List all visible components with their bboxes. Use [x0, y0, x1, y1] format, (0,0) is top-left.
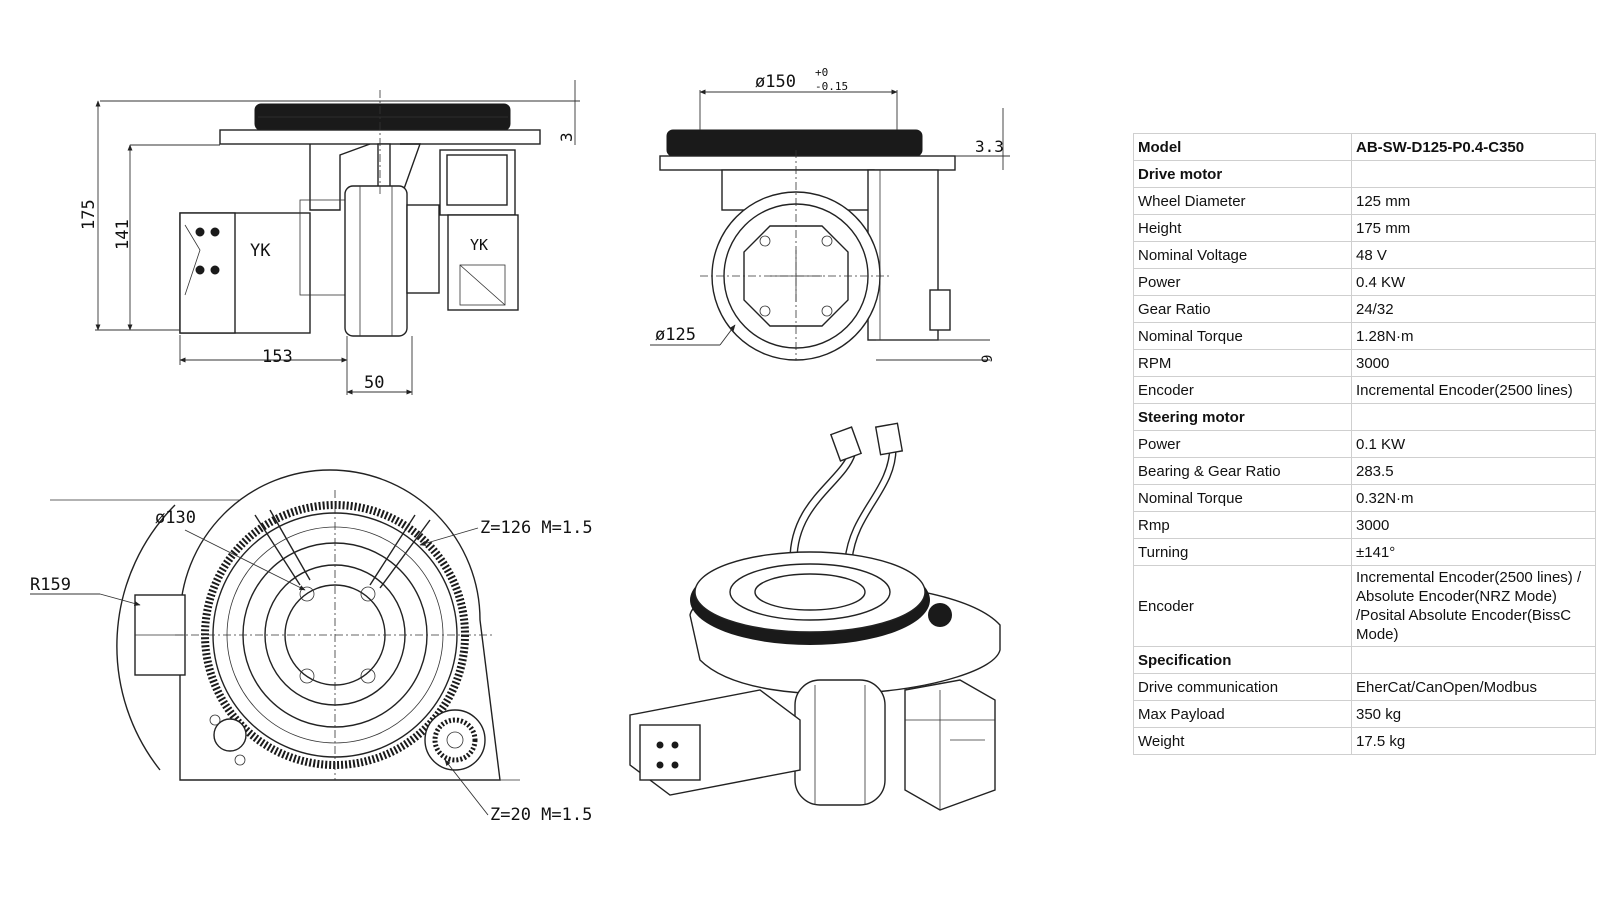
spec-label: Nominal Torque	[1133, 322, 1352, 350]
front-tol-lower: -0.15	[815, 80, 848, 93]
side-yk-label-2: YK	[470, 236, 488, 254]
spec-value: 283.5	[1351, 457, 1596, 485]
spec-label: Nominal Torque	[1133, 484, 1352, 512]
spec-label: Bearing & Gear Ratio	[1133, 457, 1352, 485]
front-dim-125: ø125	[655, 325, 696, 345]
spec-label: Nominal Voltage	[1133, 241, 1352, 269]
spec-label: Height	[1133, 214, 1352, 242]
spec-value: 350 kg	[1351, 700, 1596, 728]
spec-row: Specification	[1133, 646, 1596, 674]
spec-label: Max Payload	[1133, 700, 1352, 728]
spec-row: Steering motor	[1133, 403, 1596, 431]
top-gear-large: Z=126 M=1.5	[480, 518, 593, 538]
spec-value: ±141°	[1351, 538, 1596, 566]
spec-value: 17.5 kg	[1351, 727, 1596, 755]
spec-value: Incremental Encoder(2500 lines)	[1351, 376, 1596, 404]
spec-value	[1351, 160, 1596, 188]
front-dim-150: ø150	[755, 72, 796, 92]
spec-label: Wheel Diameter	[1133, 187, 1352, 215]
spec-value: 3000	[1351, 511, 1596, 539]
spec-value: 3000	[1351, 349, 1596, 377]
spec-label: Power	[1133, 430, 1352, 458]
spec-label: Turning	[1133, 538, 1352, 566]
spec-value: 175 mm	[1351, 214, 1596, 242]
front-dim-3-3: 3.3	[975, 137, 1004, 156]
spec-label: Weight	[1133, 727, 1352, 755]
spec-label: Drive communication	[1133, 673, 1352, 701]
side-view: YK YK 175 141 3 153 50	[79, 80, 580, 395]
isometric-view	[629, 422, 1001, 811]
spec-label: Encoder	[1133, 376, 1352, 404]
technical-drawing: YK YK 175 141 3 153 50	[30, 66, 1010, 825]
side-dim-153: 153	[262, 347, 293, 367]
spec-label: Specification	[1133, 646, 1352, 674]
spec-value: 0.1 KW	[1351, 430, 1596, 458]
spec-row: Turning±141°	[1133, 538, 1596, 566]
front-tol-upper: +0	[815, 66, 828, 79]
spec-value: EherCat/CanOpen/Modbus	[1351, 673, 1596, 701]
spec-value: 0.32N·m	[1351, 484, 1596, 512]
side-dim-141: 141	[113, 219, 133, 250]
top-dim-130: ø130	[155, 508, 196, 528]
spec-label: Gear Ratio	[1133, 295, 1352, 323]
side-dim-50: 50	[364, 373, 384, 393]
front-dim-9: 9	[980, 355, 996, 363]
top-r159: R159	[30, 575, 71, 595]
spec-label: RPM	[1133, 349, 1352, 377]
spec-value	[1351, 646, 1596, 674]
side-dim-3: 3	[557, 132, 576, 142]
spec-label: Encoder	[1133, 565, 1352, 647]
front-view: ø150 +0 -0.15 3.3 ø125 9	[650, 66, 1010, 363]
side-dim-175: 175	[79, 199, 99, 230]
spec-row: Drive motor	[1133, 160, 1596, 188]
spec-label: Power	[1133, 268, 1352, 296]
spec-label: Drive motor	[1133, 160, 1352, 188]
spec-value: 24/32	[1351, 295, 1596, 323]
spec-value	[1351, 403, 1596, 431]
spec-label: Steering motor	[1133, 403, 1352, 431]
spec-value: 0.4 KW	[1351, 268, 1596, 296]
spec-label: Model	[1133, 133, 1352, 161]
top-gear-small: Z=20 M=1.5	[490, 805, 592, 825]
top-view: ø130 R159 Z=126 M=1.5 Z=20 M=1.5	[30, 469, 593, 825]
spec-value: 125 mm	[1351, 187, 1596, 215]
spec-label: Rmp	[1133, 511, 1352, 539]
spec-value: 48 V	[1351, 241, 1596, 269]
spec-value: AB-SW-D125-P0.4-C350	[1351, 133, 1596, 161]
spec-value: Incremental Encoder(2500 lines) / Absolu…	[1351, 565, 1596, 647]
spec-value: 1.28N·m	[1351, 322, 1596, 350]
side-yk-label-1: YK	[250, 241, 271, 261]
